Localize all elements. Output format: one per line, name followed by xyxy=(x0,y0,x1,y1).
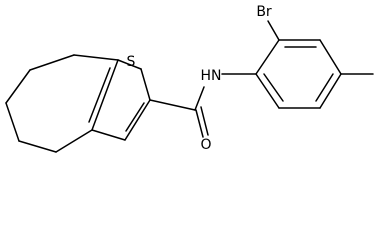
bond xyxy=(5,102,20,142)
bond xyxy=(255,73,280,109)
amide-nh-label: HN xyxy=(201,68,222,84)
thiophene-ring xyxy=(88,59,151,141)
sulfur-atom-label: S xyxy=(127,54,136,70)
carbonyl-double-bond xyxy=(200,106,209,136)
bond xyxy=(5,69,31,104)
bond xyxy=(319,39,342,75)
bond xyxy=(124,99,151,141)
amide-group xyxy=(149,73,257,138)
bond xyxy=(91,129,126,141)
bond xyxy=(319,73,342,109)
double-bond-inner xyxy=(263,73,284,102)
bromine-atom-label: Br xyxy=(256,4,272,20)
bond xyxy=(194,86,205,111)
bond xyxy=(149,99,196,111)
bond xyxy=(18,140,57,153)
chemical-structure-diagram: S HN O Br xyxy=(5,4,374,153)
bond xyxy=(73,54,119,61)
double-bond-inner xyxy=(88,67,111,123)
carbonyl-oxygen-label: O xyxy=(200,137,211,153)
substituents xyxy=(267,20,374,75)
carbonyl-double-bond xyxy=(195,109,204,138)
cycloheptane-ring xyxy=(5,54,119,153)
double-bond-inner xyxy=(315,73,334,102)
bond xyxy=(117,59,142,70)
bond xyxy=(255,39,280,75)
bromine-bond xyxy=(267,20,280,41)
double-bond-inner xyxy=(125,102,145,132)
bond xyxy=(55,129,93,153)
bond xyxy=(29,54,75,71)
bond xyxy=(140,68,151,101)
phenyl-ring xyxy=(255,39,342,109)
bond xyxy=(91,59,119,131)
